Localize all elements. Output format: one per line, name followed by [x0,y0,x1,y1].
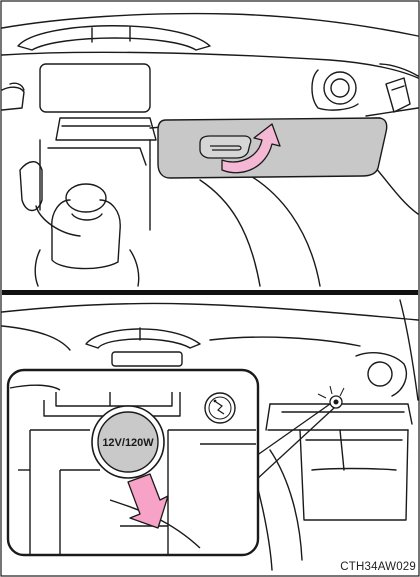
zoom-inset: 12V/120W [8,370,258,556]
figure-code: CTH34AW029 [340,561,416,573]
outlet-rating-label: 12V/120W [102,437,154,449]
usb-port-icon [205,393,235,423]
power-outlet: 12V/120W [92,406,164,478]
glove-box-handle [200,136,251,158]
panel-divider [2,290,418,295]
